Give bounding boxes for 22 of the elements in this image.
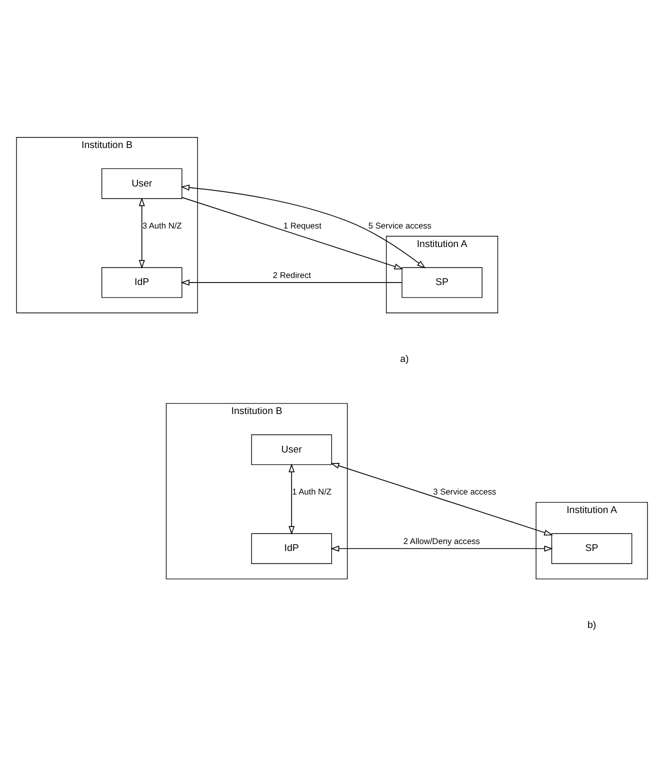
edge-label: 1 Request (283, 220, 322, 230)
arrow (180, 279, 402, 286)
arrow (330, 462, 553, 535)
node-box: SP (402, 266, 482, 298)
edge-label: 3 Auth N/Z (142, 220, 182, 230)
arrow (180, 184, 426, 268)
label: b) (587, 619, 596, 630)
node-box: IdP (101, 266, 182, 298)
arrow (330, 545, 553, 552)
label: a) (400, 353, 409, 364)
edge-label: 2 Redirect (272, 270, 311, 280)
node-box: User (101, 168, 182, 198)
arrow (182, 196, 404, 269)
edge-label: 3 Service access (433, 486, 496, 496)
node-box: User (251, 434, 332, 465)
edge-label: 2 Allow/Deny access (403, 536, 480, 546)
arrow (138, 197, 145, 268)
arrow (288, 463, 295, 534)
node-box: IdP (251, 532, 332, 564)
node-box: SP (551, 532, 632, 564)
edge-label: 5 Service access (368, 220, 432, 230)
edge-label: 1 Auth N/Z (292, 486, 332, 496)
